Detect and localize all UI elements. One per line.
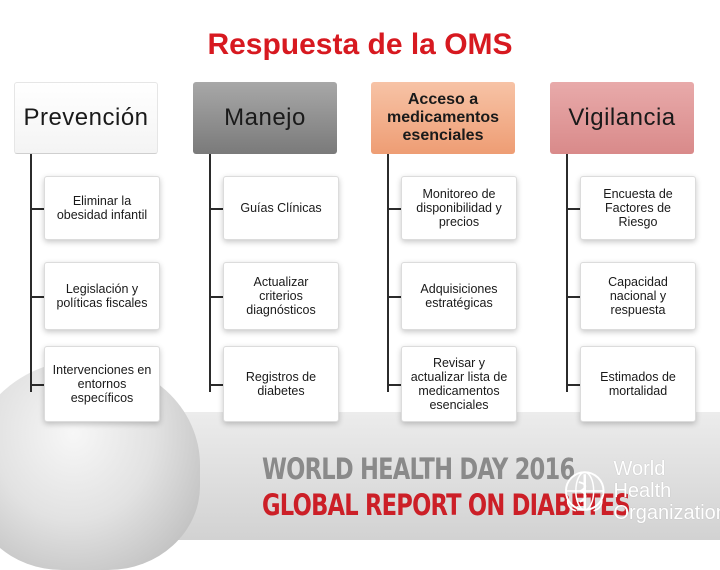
box-acceso-1: Monitoreo de disponibilidad y precios — [401, 176, 517, 240]
header-prevencion: Prevención — [14, 82, 158, 154]
who-line-2: Organization — [613, 502, 720, 524]
box-prevencion-2: Legislación y políticas fiscales — [44, 262, 160, 330]
page-title: Respuesta de la OMS — [0, 28, 720, 62]
who-emblem-icon — [562, 468, 607, 514]
who-name: World Health Organization — [613, 458, 720, 524]
box-manejo-2: Actualizar criterios diagnósticos — [223, 262, 339, 330]
header-acceso: Acceso a medicamentos esenciales — [371, 82, 515, 154]
column-vigilancia: Vigilancia Encuesta de Factores de Riesg… — [550, 82, 694, 154]
box-vigilancia-1: Encuesta de Factores de Riesgo — [580, 176, 696, 240]
who-logo: World Health Organization — [562, 458, 720, 524]
header-manejo: Manejo — [193, 82, 337, 154]
connector-line — [30, 154, 32, 392]
connector-line — [387, 154, 389, 392]
connector-line — [566, 154, 568, 392]
box-acceso-3: Revisar y actualizar lista de medicament… — [401, 346, 517, 422]
column-prevencion: Prevención Eliminar la obesidad infantil… — [14, 82, 158, 154]
box-acceso-2: Adquisiciones estratégicas — [401, 262, 517, 330]
header-vigilancia: Vigilancia — [550, 82, 694, 154]
column-manejo: Manejo Guías Clínicas Actualizar criteri… — [193, 82, 337, 154]
column-acceso: Acceso a medicamentos esenciales Monitor… — [371, 82, 515, 154]
box-prevencion-3: Intervenciones en entornos específicos — [44, 346, 160, 422]
who-line-1: World Health — [613, 458, 720, 502]
box-manejo-3: Registros de diabetes — [223, 346, 339, 422]
connector-line — [209, 154, 211, 392]
box-vigilancia-2: Capacidad nacional y respuesta — [580, 262, 696, 330]
box-vigilancia-3: Estimados de mortalidad — [580, 346, 696, 422]
box-prevencion-1: Eliminar la obesidad infantil — [44, 176, 160, 240]
box-manejo-1: Guías Clínicas — [223, 176, 339, 240]
